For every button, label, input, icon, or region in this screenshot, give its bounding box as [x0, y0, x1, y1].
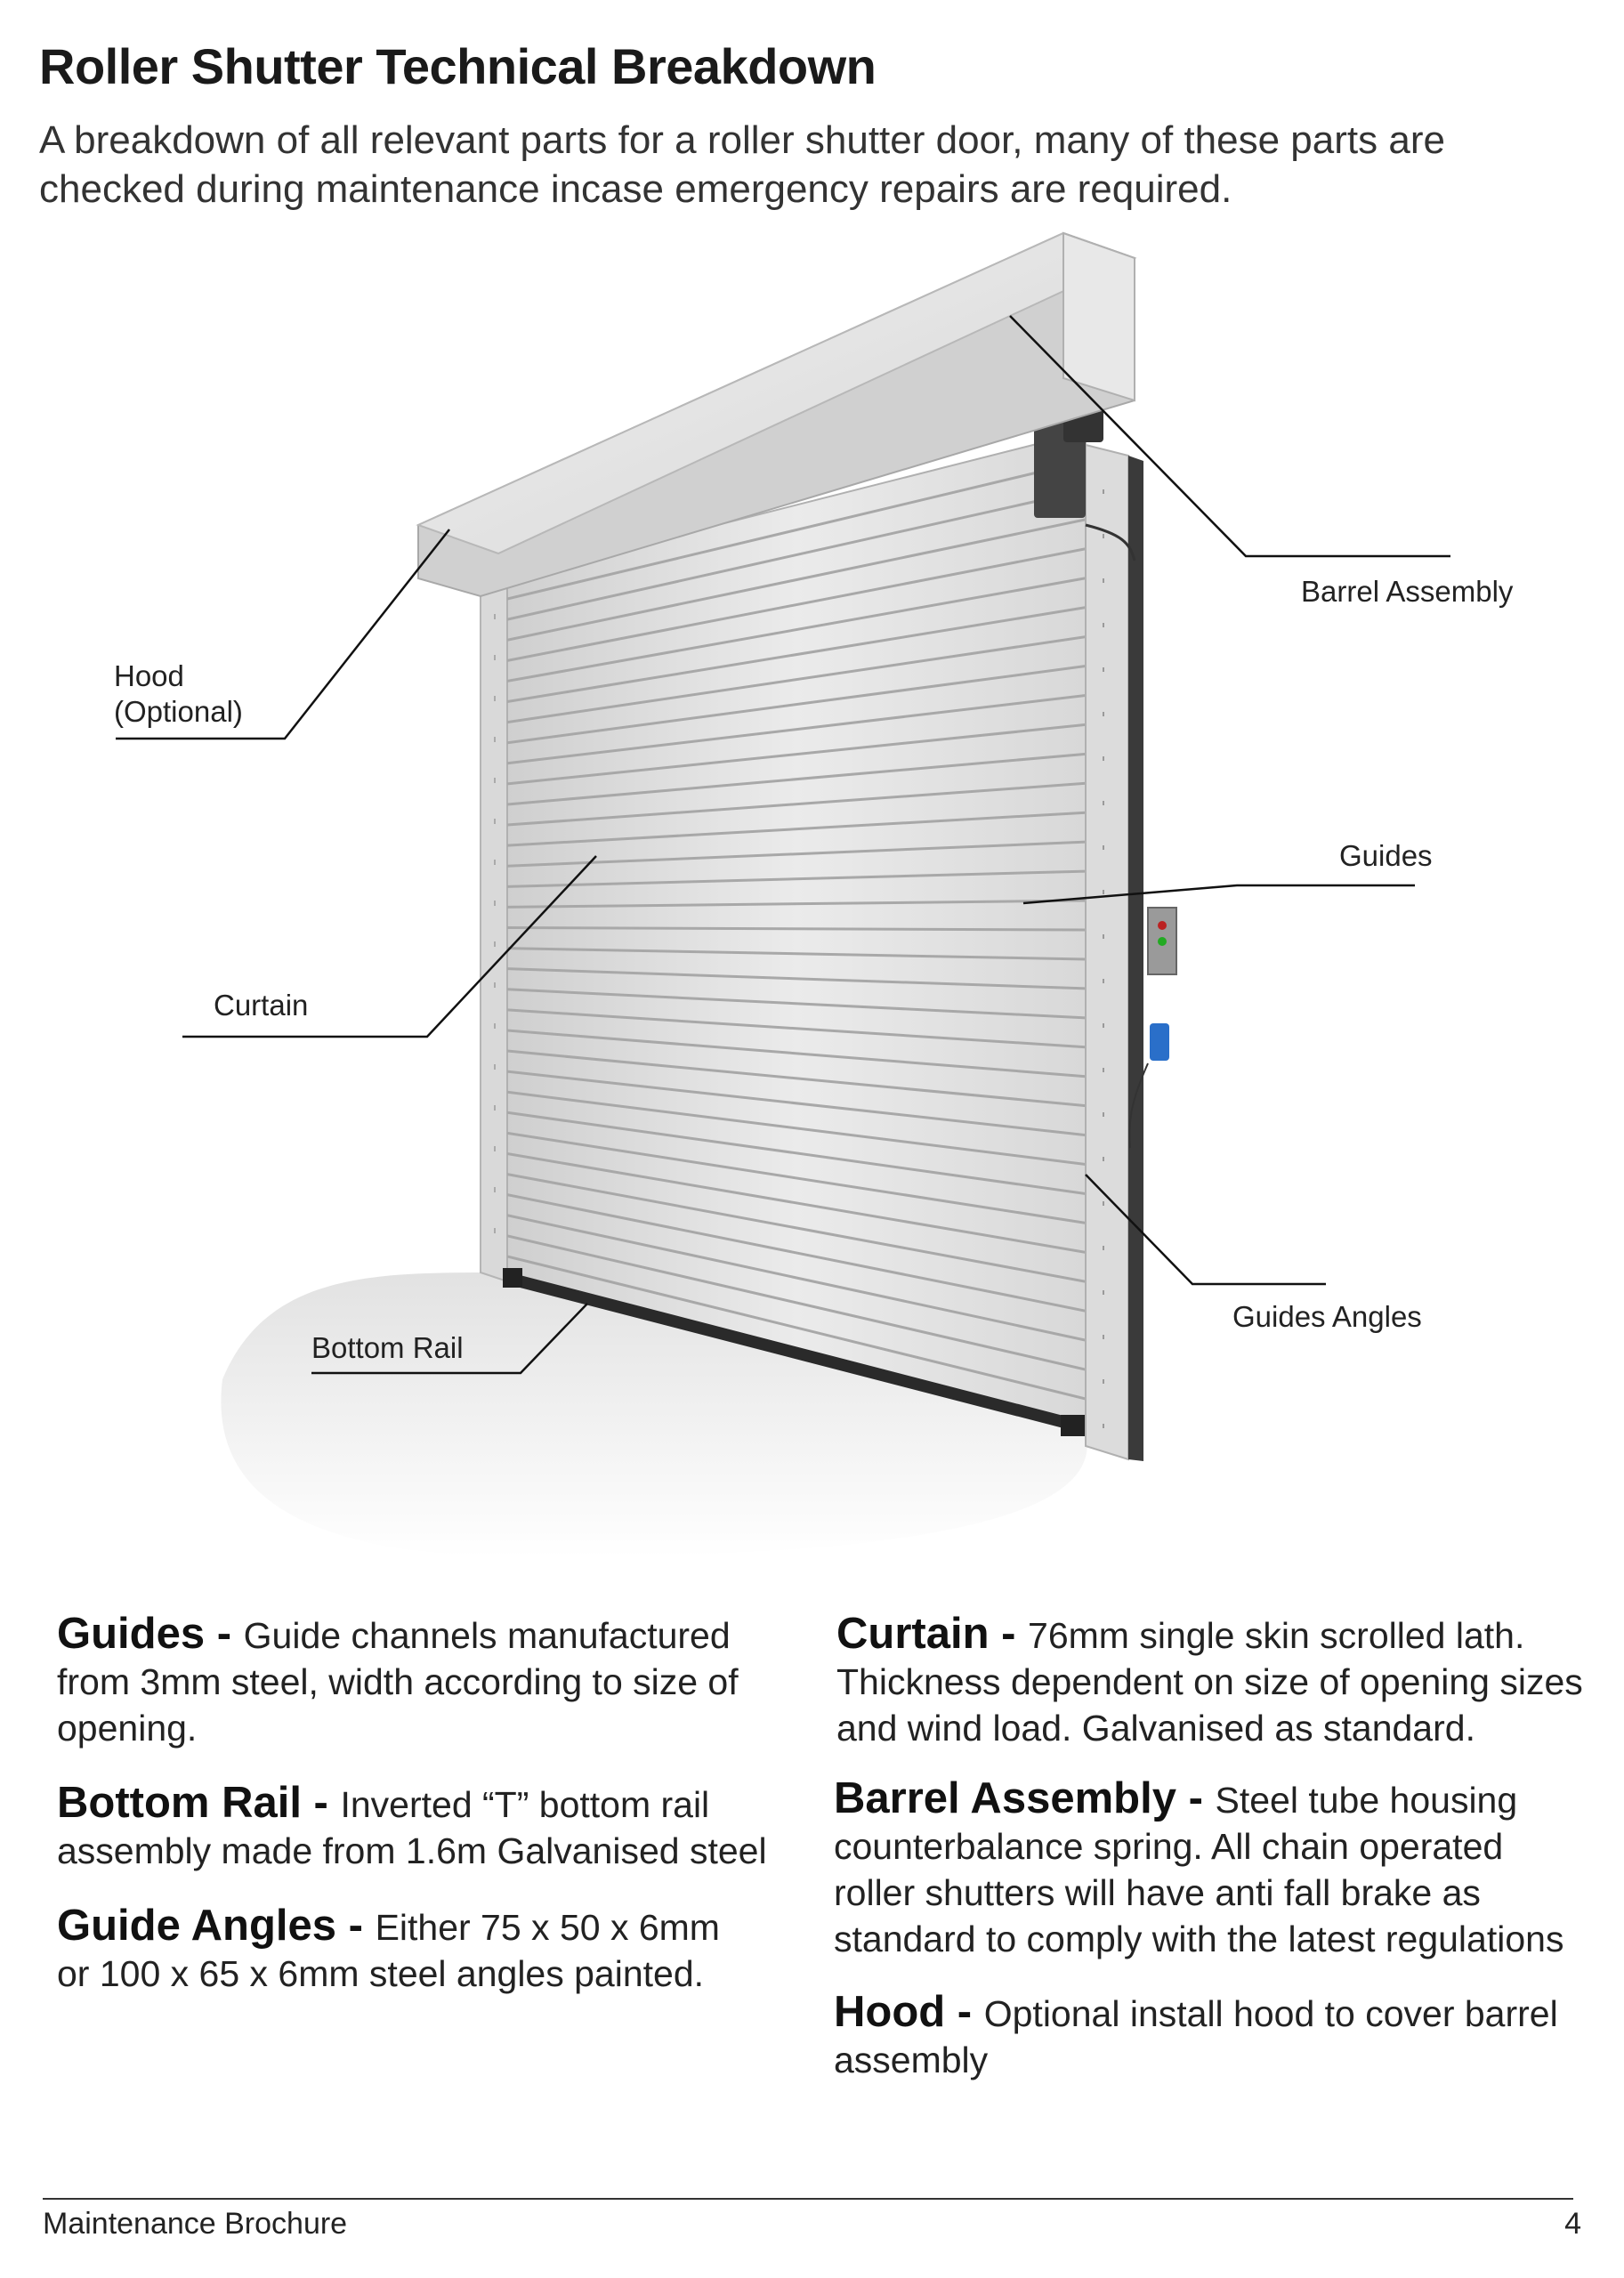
curtain-slat: [507, 967, 1086, 990]
curtain-slat: [507, 1214, 1086, 1342]
curtain-slat: [507, 665, 1086, 745]
curtain-slat: [507, 1234, 1086, 1371]
curtain-slat: [507, 1255, 1086, 1401]
curtain-slat: [507, 547, 1086, 662]
curtain-slat: [507, 577, 1086, 683]
curtain-slat: [507, 1131, 1086, 1224]
hood-callout-line2: (Optional): [114, 695, 243, 728]
curtain-slat: [507, 723, 1086, 786]
bottom-rail-callout: Bottom Rail: [311, 1331, 464, 1364]
curtain-slat: [507, 1049, 1086, 1108]
curtain-slat: [507, 947, 1086, 961]
guide-angles-description: Guide Angles - Either 75 x 50 x 6mm or 1…: [57, 1902, 720, 1994]
curtain-slat: [507, 1193, 1086, 1313]
curtain-slat: [507, 1090, 1086, 1167]
curtain-slat: [507, 1029, 1086, 1078]
curtain-text: 76mm single skin scrolled lath. Thicknes…: [836, 1615, 1583, 1749]
hood-side: [1062, 231, 1135, 402]
roller-shutter-diagram: Hood (Optional) Barrel Assembly Guides C…: [0, 222, 1624, 1557]
curtain-slat: [507, 752, 1086, 806]
curtain-slat: [507, 1008, 1086, 1049]
guides-description: Guides - Guide channels manufactured fro…: [57, 1610, 739, 1749]
curtain-slat: [507, 1111, 1086, 1195]
curtain-slat: [507, 811, 1086, 847]
hood-term: Hood: [834, 1988, 946, 2036]
guides-angles-leader: [1085, 1174, 1326, 1286]
bottom-rail-term: Bottom Rail: [57, 1779, 302, 1827]
barrel-assembly-description: Barrel Assembly - Steel tube housing cou…: [834, 1774, 1564, 1959]
curtain-slat: [507, 1070, 1086, 1137]
barrel-assembly-term: Barrel Assembly: [834, 1774, 1176, 1822]
guides-leader: [1022, 884, 1415, 905]
roller-shutter-illustration: [116, 231, 1450, 1557]
curtain-slat: [507, 1173, 1086, 1283]
curtain-callout: Curtain: [214, 989, 309, 1022]
hood-description: Hood - Optional install hood to cover ba…: [834, 1988, 1558, 2080]
bottom-rail: [503, 1271, 1087, 1434]
barrel-assembly-text: Steel tube housing counterbalance spring…: [834, 1780, 1564, 1959]
hood-leader: [116, 529, 450, 740]
curtain-slat: [507, 489, 1086, 621]
curtain-slats: [507, 459, 1086, 1401]
callout-leaders: [116, 315, 1450, 1375]
curtain-slat: [507, 1151, 1086, 1254]
hood-callout: Hood (Optional): [114, 658, 243, 730]
hood-callout-line1: Hood: [114, 659, 184, 692]
curtain-slat: [507, 840, 1086, 868]
bottom-rail-text: Inverted “T” bottom rail assembly made f…: [57, 1784, 767, 1871]
curtain-slat: [507, 693, 1086, 765]
isolator-switch: [1150, 1023, 1169, 1061]
motor-unit: [1034, 420, 1086, 518]
guide-angles-text: Either 75 x 50 x 6mm or 100 x 65 x 6mm s…: [57, 1907, 720, 1994]
footer-title: Maintenance Brochure: [43, 2207, 348, 2241]
page-subtitle: A breakdown of all relevant parts for a …: [39, 118, 1445, 211]
hood-text: Optional install hood to cover barrel as…: [834, 1993, 1558, 2080]
curtain-slat: [507, 606, 1086, 704]
page-number: 4: [1564, 2207, 1581, 2241]
barrel-leader: [1009, 315, 1450, 558]
guide-angles-term: Guide Angles: [57, 1902, 337, 1950]
guides-text: Guide channels manufactured from 3mm ste…: [57, 1615, 739, 1749]
bottom-rail-leader: [311, 1303, 588, 1375]
footer-divider: [43, 2198, 1573, 2200]
curtain-slat: [507, 869, 1086, 888]
curtain-leader: [182, 855, 597, 1038]
floor-shadow: [221, 1272, 1087, 1557]
right-guide: [1085, 443, 1129, 1461]
guides-angles-callout: Guides Angles: [1232, 1300, 1422, 1333]
barrel-callout: Barrel Assembly: [1301, 575, 1514, 608]
curtain-term: Curtain: [836, 1610, 990, 1658]
curtain-slat: [507, 635, 1086, 724]
curtain-slat: [507, 518, 1086, 642]
guides-callout: Guides: [1339, 839, 1433, 872]
curtain-slat: [507, 459, 1086, 601]
guides-term: Guides: [57, 1610, 206, 1658]
curtain-slat: [507, 988, 1086, 1020]
page-title: Roller Shutter Technical Breakdown: [39, 38, 877, 94]
bottom-rail-description: Bottom Rail - Inverted “T” bottom rail a…: [57, 1779, 767, 1871]
curtain-slat: [507, 926, 1086, 932]
curtain-description: Curtain - 76mm single skin scrolled lath…: [836, 1610, 1583, 1749]
left-guide: [480, 581, 508, 1283]
curtain-slat: [507, 899, 1086, 909]
curtain-slat: [507, 781, 1086, 827]
